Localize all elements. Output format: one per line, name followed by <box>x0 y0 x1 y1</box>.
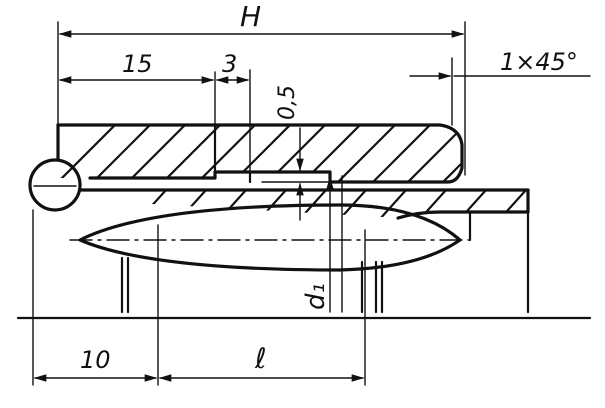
outer-part-outline <box>56 123 464 184</box>
label-0-5: 0,5 <box>275 85 300 120</box>
label-3: 3 <box>222 50 237 78</box>
label-15: 15 <box>122 50 153 78</box>
mandrel-body <box>78 203 462 272</box>
label-10: 10 <box>80 346 111 374</box>
inner-part-outline <box>78 188 530 220</box>
label-d1: d₁ <box>301 283 331 310</box>
label-chamfer: 1×45° <box>500 48 578 76</box>
label-H: H <box>240 0 261 33</box>
ball <box>28 158 82 212</box>
label-l: ℓ <box>254 342 267 375</box>
outer-part-hatching <box>58 125 462 182</box>
